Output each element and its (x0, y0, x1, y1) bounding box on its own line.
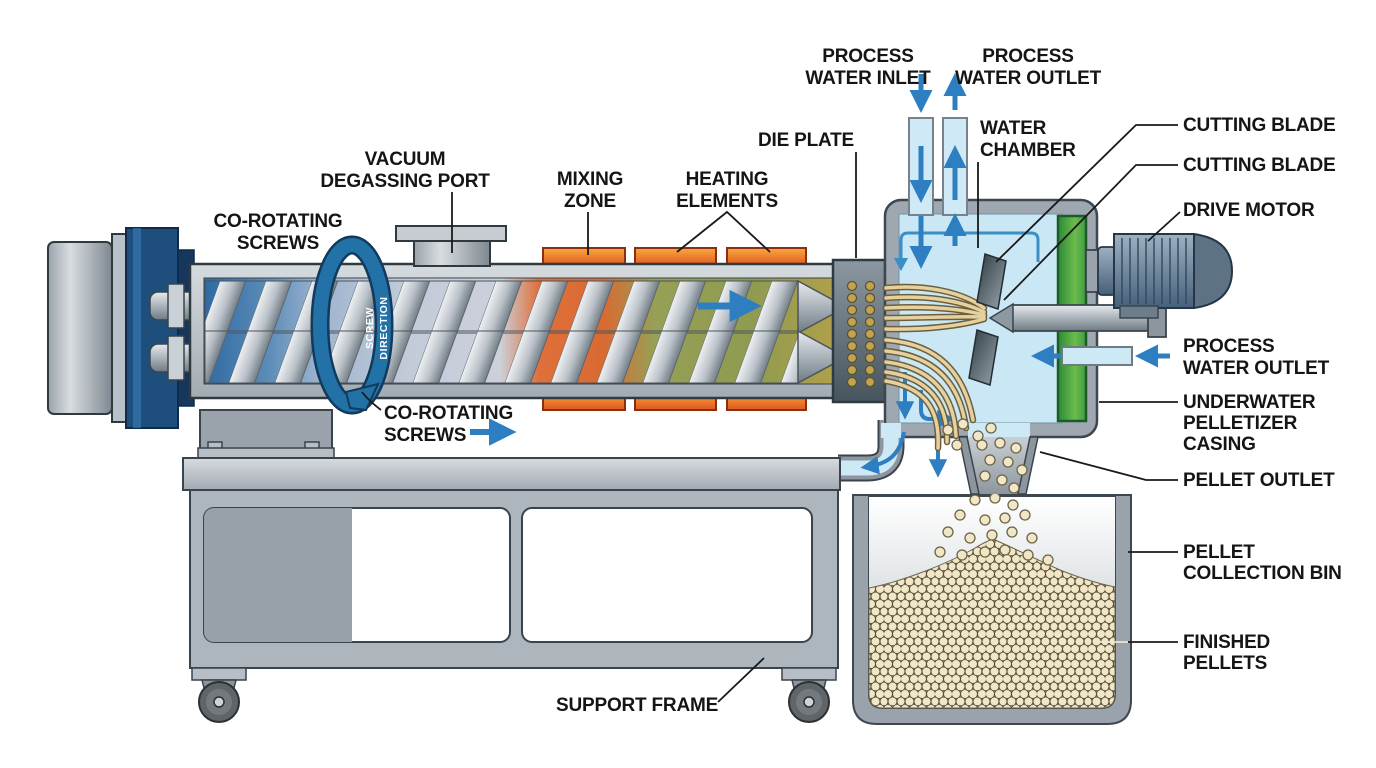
motor-bracket (1119, 305, 1159, 319)
support-frame (182, 409, 841, 723)
label-process-water-inlet-2: WATER INLET (805, 68, 931, 89)
leader-cutting-blade-1 (995, 124, 1178, 263)
screw-direction-text: SCREW DIRECTION (364, 296, 390, 359)
label-co-rotating-screws-top-1: CO-ROTATING (213, 211, 342, 232)
label-water-chamber-1: WATER (980, 118, 1047, 139)
label-die-plate: DIE PLATE (758, 130, 854, 151)
label-co-rotating-screws-bottom-2: SCREWS (384, 425, 466, 446)
leader-heating-elements (676, 210, 771, 253)
shaft-collar-lower (167, 335, 185, 381)
caster-plate-left (191, 667, 247, 681)
water-outlet-pipe-right (1061, 346, 1133, 366)
die-plate-holes (846, 280, 876, 388)
label-process-water-outlet-top-1: PROCESS (982, 46, 1074, 67)
screw-direction-line1: SCREW (364, 307, 376, 349)
gearbox-flange (111, 233, 127, 423)
drive-motor (1085, 232, 1234, 319)
label-process-water-inlet-1: PROCESS (822, 46, 914, 67)
label-mixing-zone-1: MIXING (557, 169, 623, 190)
label-finished-pellets-2: PELLETS (1183, 653, 1267, 674)
caster-right (788, 679, 830, 723)
leader-drive-motor (1147, 211, 1181, 242)
caster-left (198, 679, 240, 723)
upper-screw-tip (797, 279, 848, 335)
leader-pellet-outlet (1039, 451, 1178, 481)
screw-direction-line2: DIRECTION (378, 296, 390, 359)
gearbox-end-cylinder (47, 241, 113, 415)
label-drive-motor: DRIVE MOTOR (1183, 200, 1315, 221)
die-plate (831, 258, 887, 404)
label-water-chamber-2: CHAMBER (980, 140, 1076, 161)
drain-opening (881, 423, 901, 438)
gearbox-highlight (133, 228, 141, 428)
label-heating-elements-1: HEATING (686, 169, 769, 190)
label-cutting-blade-2: CUTTING BLADE (1183, 155, 1336, 176)
pellet-collection-bin (852, 492, 1132, 725)
leader-cutting-blade-2 (1003, 164, 1178, 301)
frame-left-panel (204, 508, 352, 642)
funnel-opening (968, 423, 1030, 438)
vacuum-port-flange (395, 225, 507, 242)
label-co-rotating-screws-bottom-1: CO-ROTATING (384, 403, 513, 424)
cutter-hub (988, 302, 1014, 334)
label-co-rotating-screws-top-2: SCREWS (237, 233, 319, 254)
pellet-mound (868, 538, 1116, 709)
label-process-water-outlet-right-2: WATER OUTLET (1183, 358, 1330, 379)
label-cutting-blade-1: CUTTING BLADE (1183, 115, 1336, 136)
leader-co-rotating-screws-bottom (361, 391, 382, 411)
underwater-pelletizer (860, 73, 1234, 495)
pedestal-base (197, 447, 335, 459)
caster-plate-right (781, 667, 837, 681)
label-support-frame: SUPPORT FRAME (556, 695, 718, 716)
lower-screw (204, 330, 799, 384)
label-vacuum-port-2: DEGASSING PORT (320, 171, 490, 192)
labels: PROCESS WATER INLET PROCESS WATER OUTLET… (213, 46, 1341, 716)
circulation-arrowhead (894, 258, 908, 271)
circulation-flow-line (899, 231, 1040, 266)
label-heating-elements-2: ELEMENTS (676, 191, 778, 212)
label-casing-1: UNDERWATER (1183, 392, 1316, 413)
funnel-wall-left (958, 436, 980, 495)
label-casing-2: PELLETIZER (1183, 413, 1298, 434)
cut-pellets (942, 418, 1028, 494)
label-casing-3: CASING (1183, 434, 1256, 455)
frame-top-rail (182, 457, 841, 491)
lower-screw-tip (797, 329, 848, 385)
label-pellet-collection-bin-1: PELLET (1183, 542, 1255, 563)
label-process-water-outlet-top-2: WATER OUTLET (955, 68, 1102, 89)
extruder: SCREW DIRECTION (47, 225, 850, 429)
motor-fins (1121, 238, 1187, 304)
label-pellet-collection-bin-2: COLLECTION BIN (1183, 563, 1342, 584)
cutting-blade-lower (968, 329, 999, 386)
shaft-collar-upper (167, 283, 185, 329)
falling-pellet-stream (934, 492, 1054, 566)
label-pellet-outlet: PELLET OUTLET (1183, 470, 1335, 491)
screw-direction-ribbon: SCREW DIRECTION (310, 235, 394, 415)
polymer-strands (884, 285, 986, 450)
label-finished-pellets-1: FINISHED (1183, 632, 1270, 653)
ribbon-tail (344, 382, 380, 412)
label-mixing-zone-2: ZONE (564, 191, 616, 212)
label-process-water-outlet-right-1: PROCESS (1183, 336, 1275, 357)
label-vacuum-port-1: VACUUM (365, 149, 446, 170)
leader-support-frame (717, 657, 765, 703)
die-plate-block (831, 258, 887, 404)
motor-end-cap (1193, 232, 1234, 310)
